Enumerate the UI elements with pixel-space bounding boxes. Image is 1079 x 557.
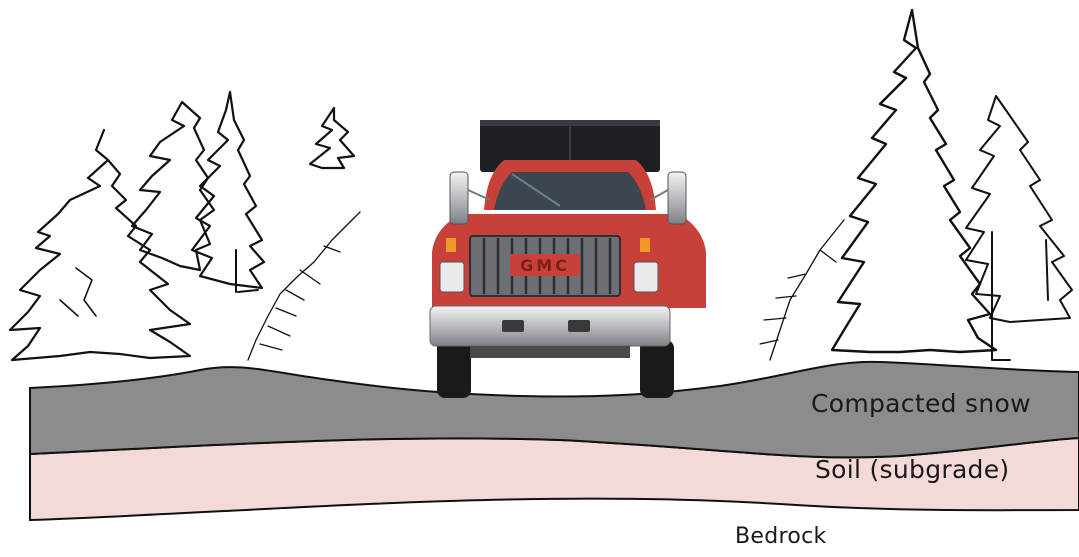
- pine-tree-left-1-icon: [10, 130, 190, 360]
- headlight-left: [440, 262, 464, 292]
- truck-tire-left: [437, 340, 471, 398]
- dump-truck-icon: GMC: [430, 120, 706, 398]
- tow-hook-left: [502, 320, 524, 332]
- trees-left: [10, 92, 360, 360]
- trees-right: [760, 10, 1072, 360]
- sparse-tree-right-icon: [760, 220, 844, 360]
- truck-tire-right: [640, 340, 674, 398]
- label-compacted-snow: Compacted snow: [811, 389, 1031, 418]
- pine-tree-left-3-icon: [192, 92, 264, 288]
- truck-undercarriage: [470, 346, 630, 358]
- sparse-tree-left-icon: [248, 212, 360, 360]
- label-soil-subgrade: Soil (subgrade): [815, 455, 1009, 484]
- tow-hook-right: [568, 320, 590, 332]
- headlight-right: [634, 262, 658, 292]
- marker-light-right: [640, 238, 650, 252]
- pine-tree-right-1-icon: [832, 10, 996, 352]
- label-bedrock: Bedrock: [735, 524, 827, 549]
- marker-light-left: [446, 238, 456, 252]
- grille-badge-text: GMC: [520, 256, 570, 275]
- truck-bumper: [430, 306, 670, 346]
- pine-tree-left-1-branch: [60, 268, 96, 316]
- mirror-left: [450, 172, 468, 224]
- mirror-right: [668, 172, 686, 224]
- pine-tree-left-4-icon: [310, 108, 354, 168]
- pine-tree-right-2-icon: [966, 96, 1072, 322]
